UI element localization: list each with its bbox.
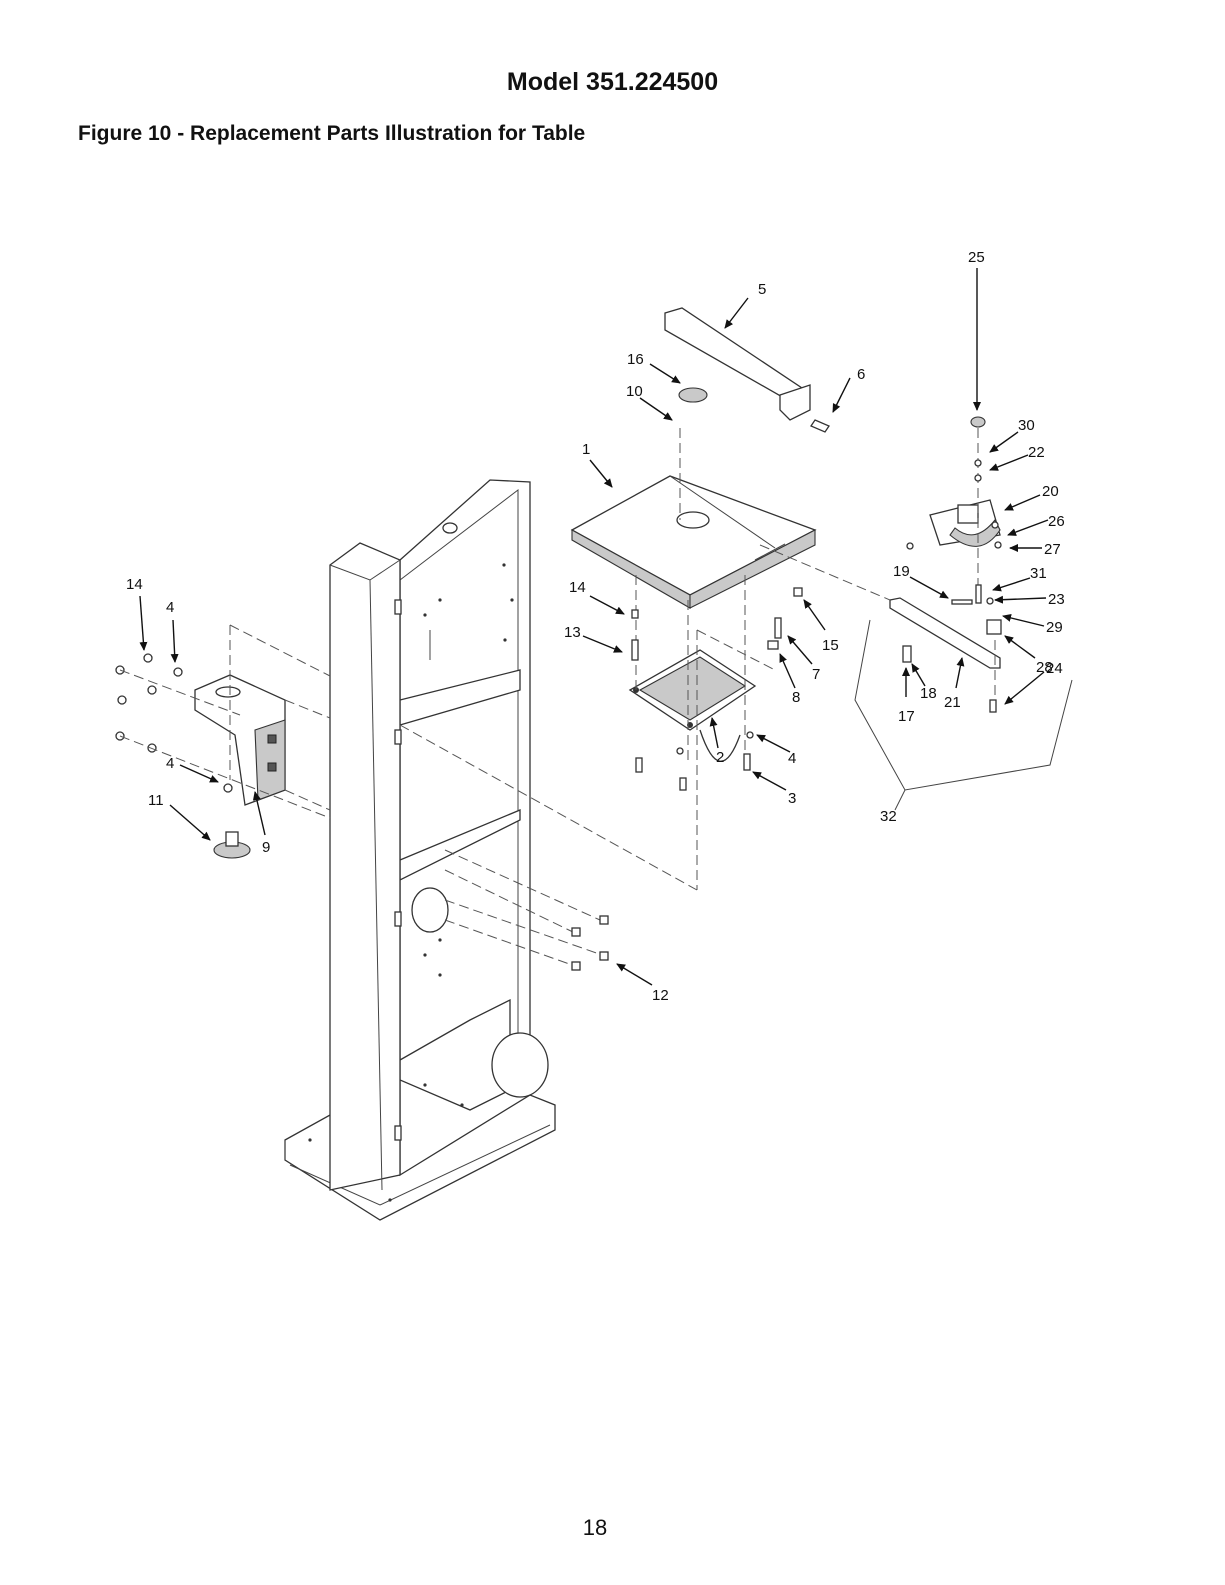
callout-4: 4 xyxy=(166,599,174,616)
callout-29: 29 xyxy=(1046,619,1063,636)
miter-knob xyxy=(971,417,985,427)
table-trunnion xyxy=(630,650,755,761)
callout-26: 26 xyxy=(1048,513,1065,530)
callout-labels: 1 2 3 4 4 4 4 5 6 7 8 9 10 11 12 13 14 1… xyxy=(0,0,1065,1004)
callout-4: 4 xyxy=(788,750,796,767)
stand-frame xyxy=(285,480,555,1220)
page-number: 18 xyxy=(0,1515,1190,1541)
callout-6: 6 xyxy=(857,366,865,383)
callout-5: 5 xyxy=(758,281,766,298)
callout-14: 14 xyxy=(126,576,143,593)
callout-19: 19 xyxy=(893,563,910,580)
callout-30: 30 xyxy=(1018,417,1035,434)
callout-10: 10 xyxy=(626,383,643,400)
callout-15: 15 xyxy=(822,637,839,654)
callout-2: 2 xyxy=(716,749,724,766)
miter-gauge xyxy=(930,500,1000,546)
callout-32: 32 xyxy=(880,808,897,825)
miter-stop xyxy=(987,620,1001,634)
callout-28: 28 xyxy=(1036,659,1053,676)
callout-27: 27 xyxy=(1044,541,1061,558)
trunnion-bracket xyxy=(195,675,285,805)
callout-12: 12 xyxy=(652,987,669,1004)
callout-31: 31 xyxy=(1030,565,1047,582)
callout-25: 25 xyxy=(968,249,985,266)
callout-20: 20 xyxy=(1042,483,1059,500)
callout-17: 17 xyxy=(898,708,915,725)
callout-16: 16 xyxy=(627,351,644,368)
callout-arrows xyxy=(140,268,1048,985)
callout-11: 11 xyxy=(148,792,164,809)
callout-9: 9 xyxy=(262,839,270,856)
callout-1: 1 xyxy=(582,441,590,458)
callout-3: 3 xyxy=(788,790,796,807)
callout-7: 7 xyxy=(812,666,820,683)
callout-13: 13 xyxy=(564,624,581,641)
rip-fence xyxy=(665,308,829,432)
callout-4: 4 xyxy=(166,755,174,772)
knob xyxy=(214,832,250,858)
table-insert xyxy=(679,388,707,402)
table-top xyxy=(572,476,815,608)
callout-23: 23 xyxy=(1048,591,1065,608)
callout-8: 8 xyxy=(792,689,800,706)
callout-22: 22 xyxy=(1028,444,1045,461)
callout-21: 21 xyxy=(944,694,961,711)
callout-14: 14 xyxy=(569,579,586,596)
callout-18: 18 xyxy=(920,685,937,702)
